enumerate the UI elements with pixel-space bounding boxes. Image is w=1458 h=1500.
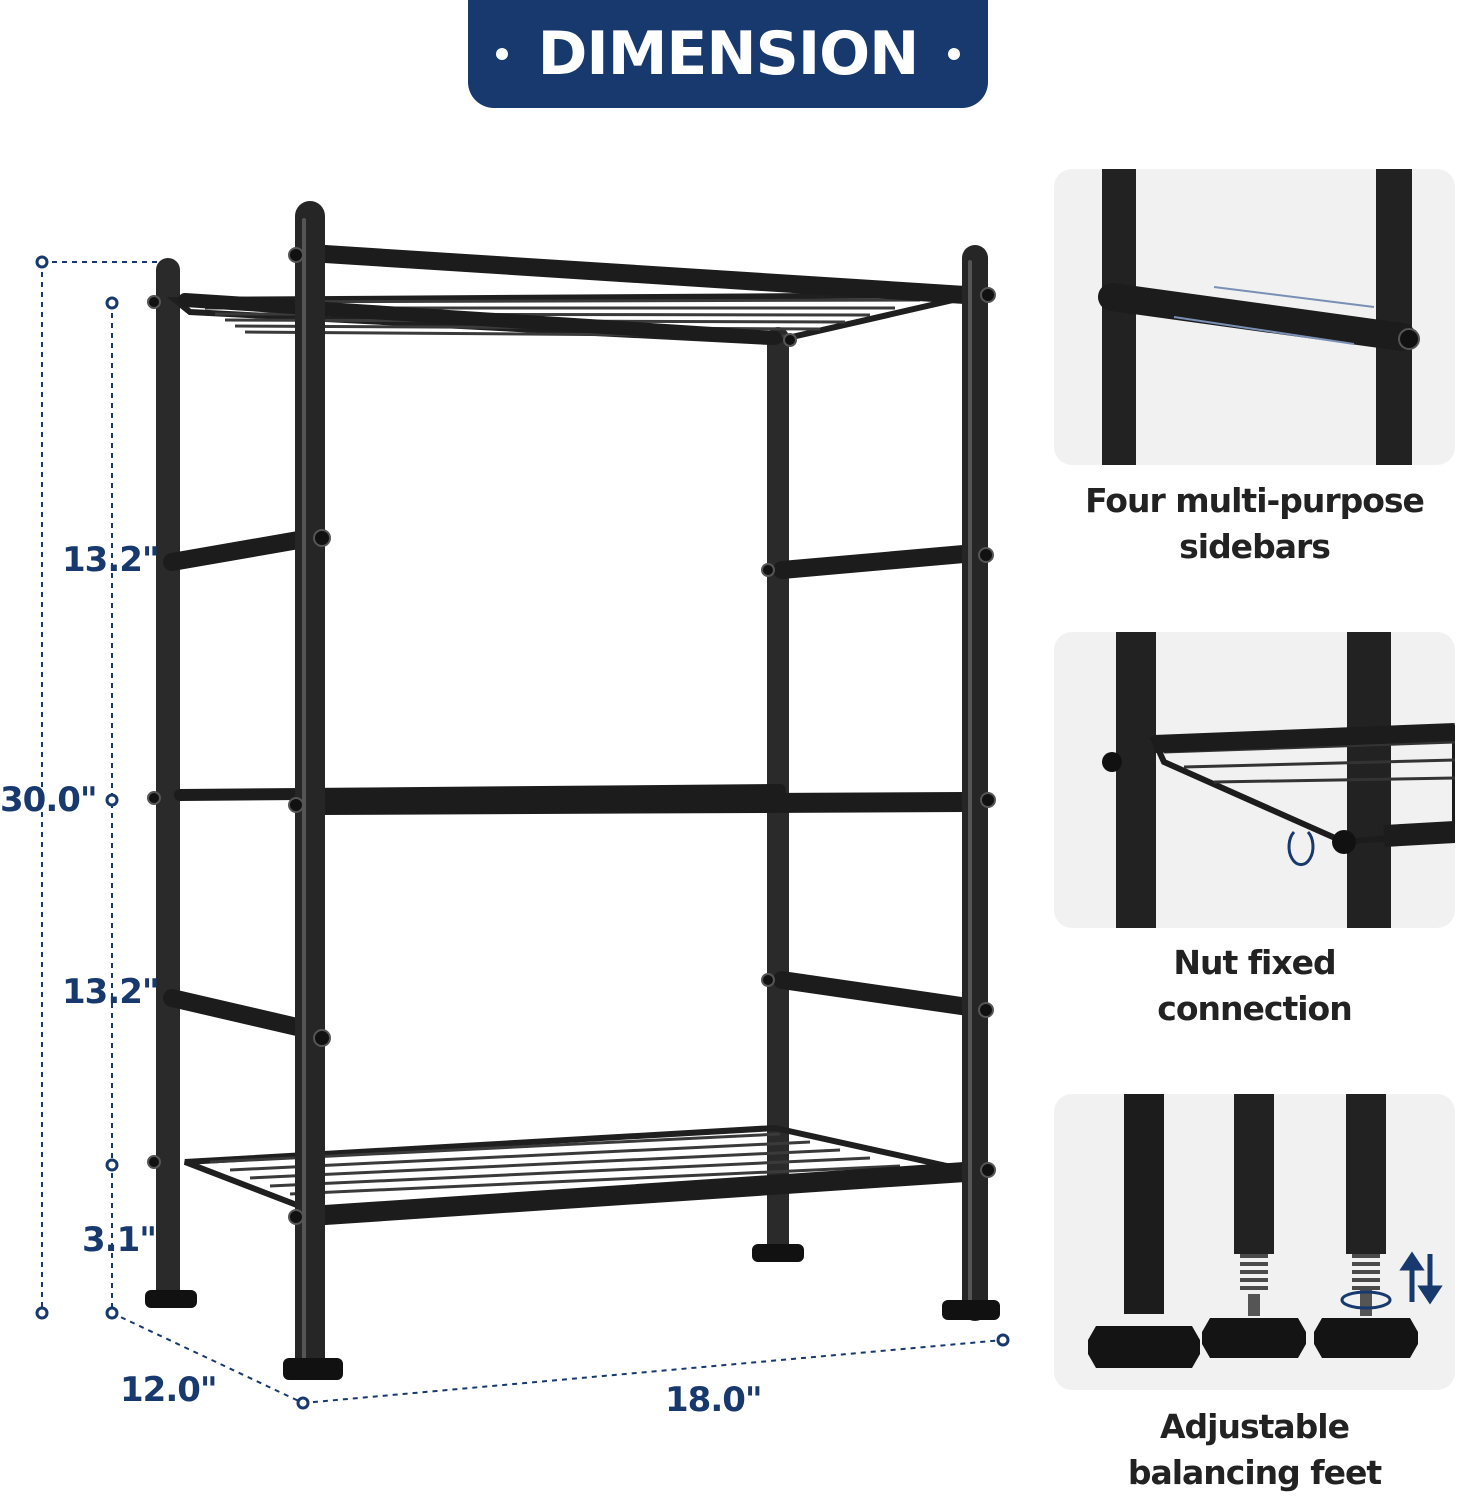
width-label: 18.0" (665, 1380, 763, 1420)
banner-title: DIMENSION (537, 19, 920, 89)
shelf-dimension-illustration (35, 201, 1010, 1410)
caption-line: Nut fixed (1173, 943, 1336, 982)
caption-line: Adjustable (1160, 1407, 1350, 1446)
caption-line: balancing feet (1127, 1453, 1382, 1492)
upper-tier-height-label: 13.2" (62, 540, 160, 580)
bullet-dot-icon (495, 48, 508, 60)
rotate-arrow-icon (1287, 830, 1315, 867)
depth-label: 12.0" (120, 1370, 218, 1410)
feature-caption-sidebars: Four multi-purpose sidebars (1054, 478, 1455, 570)
title-banner: DIMENSION (468, 0, 988, 108)
foot-height-label: 3.1" (82, 1220, 157, 1260)
feature-caption-nut: Nut fixed connection (1054, 940, 1455, 1032)
caption-line: connection (1157, 989, 1352, 1028)
total-height-label: 30.0" (0, 780, 98, 820)
caption-line: sidebars (1179, 527, 1331, 566)
nut-connection-closeup-image (1054, 632, 1455, 928)
sidebar-closeup-image (1054, 169, 1455, 465)
width-dimension-line (302, 1339, 1004, 1404)
dimension-lines (41, 261, 1004, 1404)
caption-line: Four multi-purpose (1085, 481, 1425, 520)
adjustable-feet-closeup-image (1054, 1094, 1455, 1390)
lower-tier-height-label: 13.2" (62, 972, 160, 1012)
feature-caption-feet: Adjustable balancing feet (1054, 1404, 1455, 1496)
bullet-dot-icon (948, 48, 961, 60)
up-down-arrow-icon (1399, 1251, 1443, 1305)
